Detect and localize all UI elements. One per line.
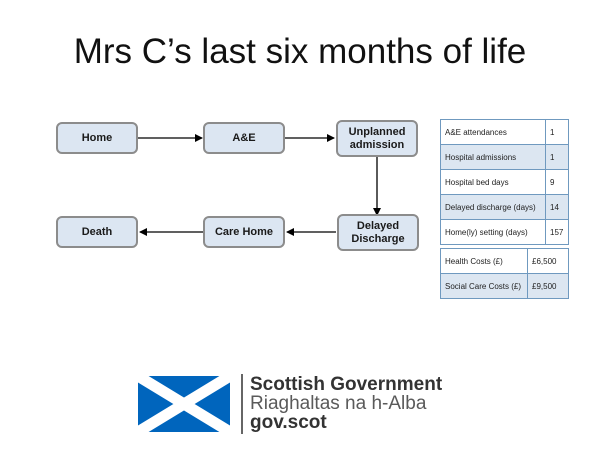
- cost-label: Social Care Costs (£): [440, 273, 528, 299]
- table-row: Delayed discharge (days) 14: [440, 194, 569, 220]
- table-row: Health Costs (£) £6,500: [440, 248, 569, 274]
- stat-value: 14: [545, 194, 569, 220]
- table-row: Home(ly) setting (days) 157: [440, 219, 569, 245]
- slide-title: Mrs C’s last six months of life: [73, 32, 527, 71]
- stat-value: 1: [545, 144, 569, 170]
- stat-value: 9: [545, 169, 569, 195]
- logo-line-gaelic: Riaghaltas na h-Alba: [250, 393, 427, 414]
- costs-table: Health Costs (£) £6,500 Social Care Cost…: [440, 248, 569, 299]
- node-home: Home: [56, 122, 138, 154]
- cost-value: £6,500: [527, 248, 569, 274]
- node-care-home: Care Home: [203, 216, 285, 248]
- stat-label: Home(ly) setting (days): [440, 219, 546, 245]
- table-row: Hospital admissions 1: [440, 144, 569, 170]
- node-death: Death: [56, 216, 138, 248]
- node-ae: A&E: [203, 122, 285, 154]
- node-unplanned-admission: Unplanned admission: [336, 120, 418, 157]
- stat-label: Delayed discharge (days): [440, 194, 546, 220]
- table-row: A&E attendances 1: [440, 119, 569, 145]
- table-row: Social Care Costs (£) £9,500: [440, 273, 569, 299]
- stat-value: 157: [545, 219, 569, 245]
- stat-label: Hospital admissions: [440, 144, 546, 170]
- saltire-flag-icon: [138, 376, 230, 432]
- logo-line-website: gov.scot: [250, 412, 327, 433]
- activity-stats-table: A&E attendances 1 Hospital admissions 1 …: [440, 119, 569, 245]
- scottish-government-logo: Scottish Government Riaghaltas na h-Alba…: [138, 374, 478, 436]
- cost-label: Health Costs (£): [440, 248, 528, 274]
- stat-label: A&E attendances: [440, 119, 546, 145]
- logo-divider: [241, 374, 243, 434]
- cost-value: £9,500: [527, 273, 569, 299]
- table-row: Hospital bed days 9: [440, 169, 569, 195]
- node-delayed-discharge: Delayed Discharge: [337, 214, 419, 251]
- logo-line-english: Scottish Government: [250, 374, 443, 395]
- stat-value: 1: [545, 119, 569, 145]
- stat-label: Hospital bed days: [440, 169, 546, 195]
